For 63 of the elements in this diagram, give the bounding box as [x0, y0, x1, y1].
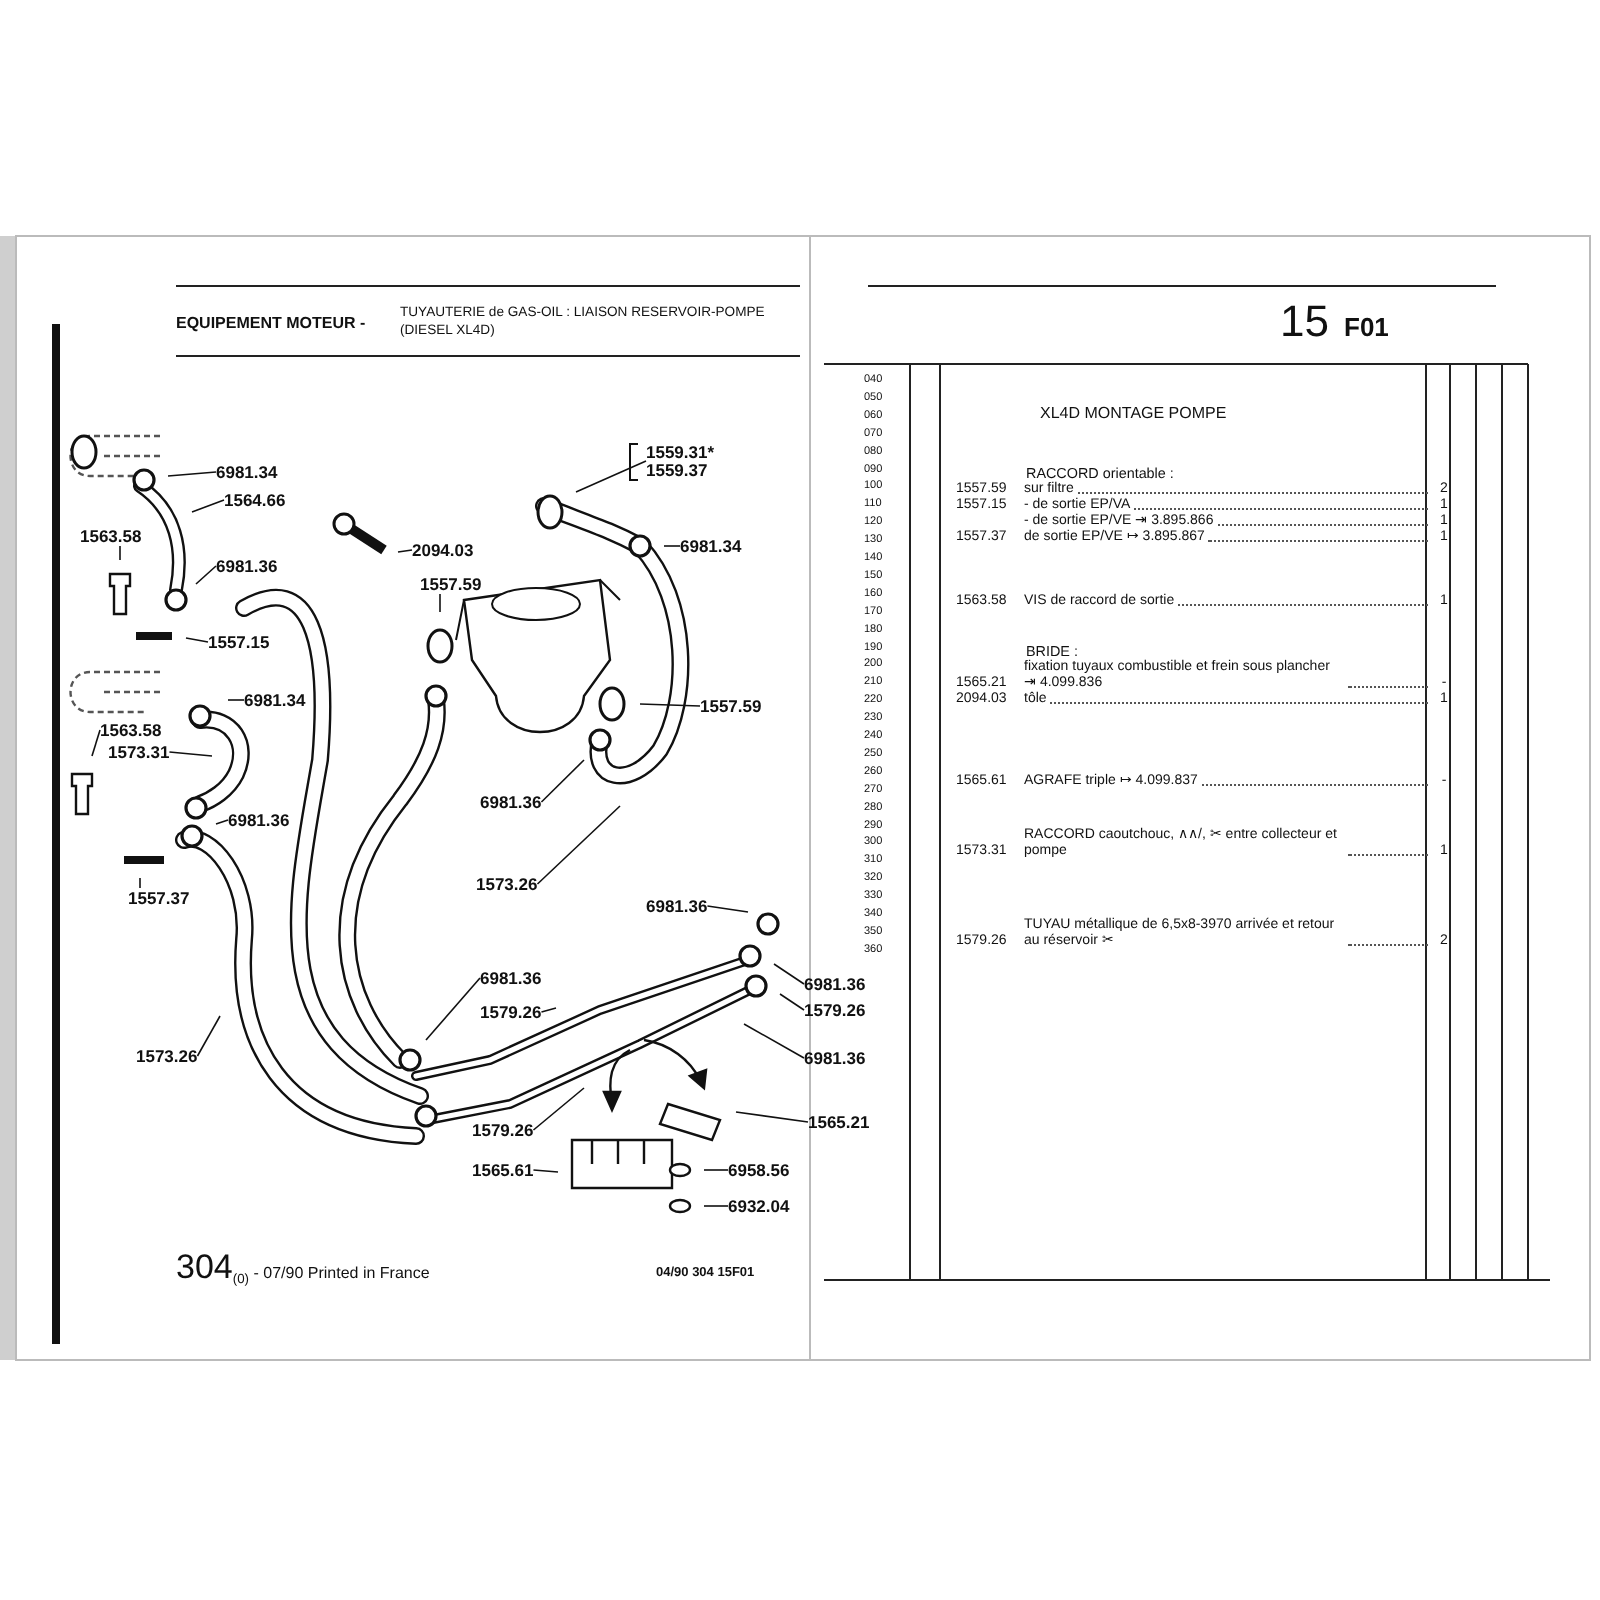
leader-line — [425, 977, 481, 1041]
leader-line — [706, 905, 749, 913]
callout-number: 1565.61 — [472, 1160, 534, 1180]
leader-line — [185, 637, 209, 643]
leader-line — [735, 1111, 809, 1123]
leader-line — [532, 1169, 559, 1173]
callout-number: 1573.26 — [136, 1046, 198, 1066]
leader-line — [779, 993, 805, 1011]
callout-number: 2094.03 — [412, 540, 474, 560]
leader-line — [168, 751, 213, 757]
leader-line — [536, 805, 621, 885]
leader-line — [439, 593, 441, 613]
leader-line — [195, 565, 217, 585]
callout-number: 6981.36 — [480, 792, 542, 812]
callout-number: 6981.36 — [646, 896, 708, 916]
callout-number: 6981.36 — [804, 1048, 866, 1068]
callout-number: 1564.66 — [224, 490, 286, 510]
page-code: F01 — [1344, 312, 1389, 342]
leader-line — [703, 1205, 729, 1207]
callout-number: 1559.31* 1559.37 — [646, 442, 715, 480]
leader-line — [663, 545, 681, 547]
callout-number: 6981.36 — [216, 556, 278, 576]
leader-line — [227, 699, 245, 701]
table-heading: XL4D MONTAGE POMPE — [1040, 406, 1227, 422]
callout-number: 6981.36 — [228, 810, 290, 830]
leader-line — [167, 471, 217, 477]
leader-line — [191, 499, 225, 513]
callout-number: 6981.36 — [480, 968, 542, 988]
callout-number: 6981.36 — [804, 974, 866, 994]
callout-number: 1557.59 — [700, 696, 762, 716]
leader-line — [773, 963, 805, 985]
page-footer: 304$_{(0)}$ - 07/90 Printed in France — [176, 1248, 430, 1288]
leader-line — [215, 819, 229, 825]
leader-line — [639, 703, 701, 707]
section-title: EQUIPEMENT MOTEUR - — [176, 316, 366, 332]
leader-line — [196, 1015, 221, 1057]
callout-number: 6981.34 — [680, 536, 742, 556]
callout-number: 1563.58 — [80, 526, 142, 546]
leader-line — [540, 1007, 557, 1013]
leader-line — [532, 1087, 585, 1131]
callout-number: 6932.04 — [728, 1196, 790, 1216]
callout-number: 6958.56 — [728, 1160, 790, 1180]
leader-line — [575, 460, 647, 493]
callout-number: 1579.26 — [804, 1000, 866, 1020]
callout-number: 6981.34 — [216, 462, 278, 482]
callout-number: 1557.37 — [128, 888, 190, 908]
callout-number: 1573.26 — [476, 874, 538, 894]
leader-line — [743, 1023, 805, 1059]
leader-line — [91, 729, 101, 757]
leader-line — [703, 1169, 729, 1171]
page-number: 15 — [1280, 296, 1329, 348]
callout-number: 1579.26 — [480, 1002, 542, 1022]
leader-line — [139, 877, 141, 889]
leader-line — [119, 545, 121, 561]
callout-number: 1573.31 — [108, 742, 170, 762]
callout-number: 1557.59 — [420, 574, 482, 594]
callout-number: 1579.26 — [472, 1120, 534, 1140]
leader-line — [540, 759, 585, 803]
callout-number: 6981.34 — [244, 690, 306, 710]
callout-number: 1565.21 — [808, 1112, 870, 1132]
callout-number: 1563.58 — [100, 720, 162, 740]
leader-line — [397, 549, 413, 553]
callout-number: 1557.15 — [208, 632, 270, 652]
